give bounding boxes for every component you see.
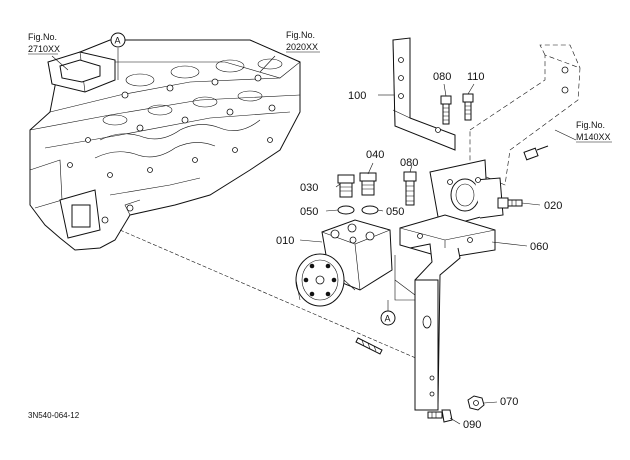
- callout-060: 060: [530, 241, 548, 253]
- drawing-code: 3N540-064-12: [28, 411, 80, 420]
- bolt-020: [497, 197, 523, 209]
- callout-090: 090: [463, 419, 481, 431]
- fitting-040: [359, 172, 377, 196]
- figure-ref-number: 2710XX: [28, 44, 60, 54]
- callout-110: 110: [467, 71, 485, 83]
- callout-040: 040: [366, 149, 384, 161]
- nut-070: [467, 395, 485, 411]
- figure-ref-label: Fig.No.: [286, 30, 315, 40]
- figure-ref-engine-block: Fig.No. 2020XX: [286, 30, 320, 53]
- reference-marker-top: A: [110, 32, 126, 48]
- bolt-080-mid: [403, 171, 417, 206]
- reference-marker-text: A: [385, 314, 391, 324]
- callout-080-mid: 080: [400, 157, 418, 169]
- figure-ref-number: M140XX: [576, 132, 611, 142]
- figure-ref-cylinder-head: Fig.No. 2710XX: [28, 32, 60, 55]
- shaft-guide-line: [119, 229, 426, 363]
- reference-marker-text: A: [115, 36, 121, 46]
- leader-lines: [51, 48, 577, 425]
- bolt-110: [462, 93, 474, 121]
- reference-marker-bottom: A: [380, 310, 396, 326]
- reference-bracket: [469, 44, 581, 186]
- callout-070: 070: [500, 396, 518, 408]
- callout-030: 030: [300, 182, 318, 194]
- bolt-090: [427, 409, 453, 423]
- callout-020: 020: [544, 200, 562, 212]
- bracket-100: [392, 37, 456, 151]
- callout-010: 010: [276, 235, 294, 247]
- figure-ref-label: Fig.No.: [28, 32, 57, 42]
- bracket-060: [394, 159, 504, 411]
- engine-cylinder-head: [29, 39, 301, 251]
- callout-100: 100: [348, 90, 366, 102]
- fitting-030: [337, 174, 355, 198]
- figure-ref-bracket: Fig.No. M140XX: [576, 120, 612, 143]
- o-ring-050-left: [337, 205, 355, 215]
- callout-050-right: 050: [386, 206, 404, 218]
- steering-unit-010: [295, 219, 393, 307]
- bolt-reference: [523, 145, 549, 161]
- o-ring-050-right: [361, 205, 379, 215]
- callout-080-top: 080: [433, 71, 451, 83]
- figure-ref-number: 2020XX: [286, 42, 318, 52]
- figure-ref-label: Fig.No.: [576, 120, 605, 130]
- callout-050-left: 050: [300, 206, 318, 218]
- bolt-080-top: [440, 95, 452, 125]
